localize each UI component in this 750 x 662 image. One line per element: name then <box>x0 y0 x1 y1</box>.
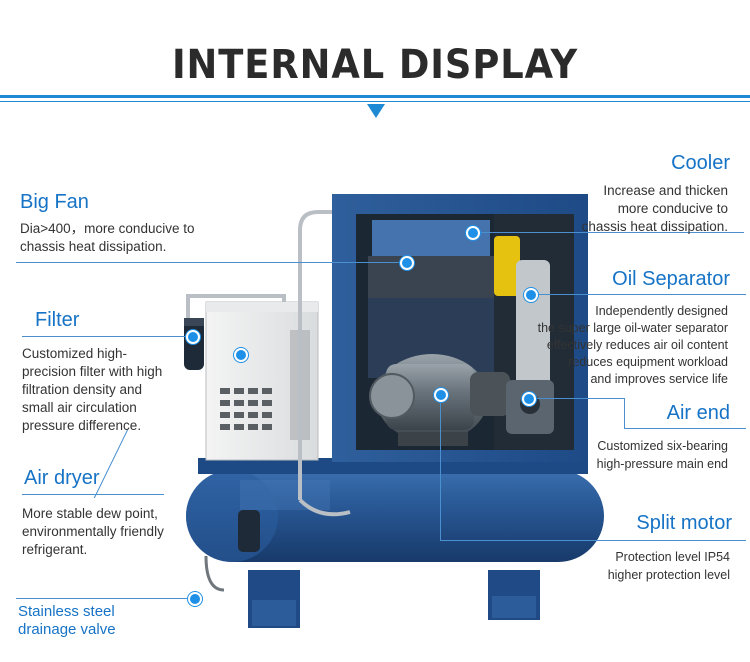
header-rule-top <box>0 95 750 98</box>
cooler-marker-icon <box>466 226 480 240</box>
filter-canister <box>184 318 204 370</box>
air-dryer-connector-h <box>22 494 164 495</box>
tank-filter <box>238 510 260 552</box>
drain-valve-marker-icon <box>188 592 202 606</box>
air-end-connector-v <box>624 398 625 428</box>
cooler-title: Cooler <box>671 152 730 174</box>
cooler-connector <box>472 232 744 233</box>
oil-separator-connector <box>530 294 746 295</box>
drain-pipe <box>204 555 225 592</box>
oil-separator-description: Independently designed the super large o… <box>537 304 728 386</box>
big-fan-title: Big Fan <box>20 191 89 213</box>
cooler-description: Increase and thicken more conducive to c… <box>581 183 728 234</box>
air-end-connector-h <box>528 398 624 399</box>
air-dryer-title: Air dryer <box>24 467 100 489</box>
filter-marker-icon <box>186 330 200 344</box>
air-end-connector-h2 <box>624 428 746 429</box>
big-fan-description: Dia>400，more conducive to chassis heat d… <box>20 221 195 254</box>
filter-title: Filter <box>35 309 80 331</box>
motor <box>369 354 510 446</box>
air-end <box>506 380 554 434</box>
piping <box>186 210 351 517</box>
air-dryer-description: More stable dew point, environmentally f… <box>22 506 164 557</box>
air-end-title: Air end <box>666 402 730 424</box>
tank-feet <box>248 570 540 628</box>
big-fan-connector <box>16 262 406 263</box>
split-motor-title: Split motor <box>636 512 732 534</box>
drain-valve-connector <box>16 598 194 599</box>
split-motor-connector-h <box>440 540 746 541</box>
header-caret-icon <box>367 104 385 118</box>
split-motor-connector-v <box>440 394 441 540</box>
air-end-marker-icon <box>522 392 536 406</box>
oil-separator-marker-icon <box>524 288 538 302</box>
air-end-description: Customized six-bearing high-pressure mai… <box>596 439 728 471</box>
split-motor-description: Protection level IP54 higher protection … <box>607 550 730 582</box>
drain-valve-title: Stainless steel drainage valve <box>18 603 116 638</box>
oil-separator-title: Oil Separator <box>612 268 730 290</box>
air-dryer-marker-icon <box>234 348 248 362</box>
filter-connector <box>22 336 190 337</box>
split-motor-marker-icon <box>434 388 448 402</box>
filter-description: Customized high- precision filter with h… <box>22 346 163 433</box>
header-rule-bottom <box>0 101 750 102</box>
big-fan-marker-icon <box>400 256 414 270</box>
page-title: INTERNAL DISPLAY <box>171 42 579 88</box>
